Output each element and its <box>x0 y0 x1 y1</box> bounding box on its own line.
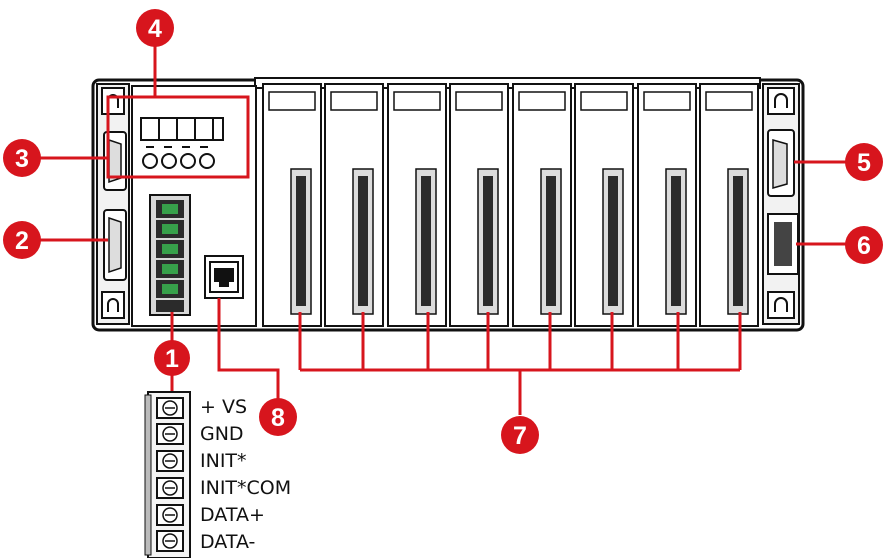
callout-badge-1: 1 <box>154 340 190 376</box>
io-slot <box>637 83 697 327</box>
pin-label-vs: + VS <box>200 396 247 418</box>
callout-number: 1 <box>165 345 179 373</box>
terminal-screw-icon <box>156 423 184 445</box>
terminal-screw-icon <box>156 450 184 472</box>
callout-number: 6 <box>857 232 871 260</box>
terminal-screw-icon <box>156 397 184 419</box>
callout-badge-3: 3 <box>3 139 41 177</box>
io-slot <box>574 83 634 327</box>
terminal-block-detail: + VS GND INIT* INIT*COM DATA+ DATA- <box>144 391 291 558</box>
io-slot <box>512 83 572 327</box>
callout-number: 8 <box>271 404 285 432</box>
callout-number: 7 <box>513 422 527 450</box>
terminal-screw-icon <box>156 477 184 499</box>
callout-badge-2: 2 <box>3 221 41 259</box>
io-slot <box>387 83 447 327</box>
io-slot <box>699 83 759 327</box>
io-slot <box>262 83 322 327</box>
push-buttons <box>142 153 215 169</box>
callout-badge-8: 8 <box>259 398 297 436</box>
serial-port-right <box>767 129 795 197</box>
mounting-hole-icon <box>101 291 125 319</box>
ethernet-port <box>204 255 244 299</box>
pin-label-data-plus: DATA+ <box>200 504 265 526</box>
terminal-screw-icon <box>156 530 184 552</box>
usb-port <box>767 213 799 275</box>
pin-label-init: INIT* <box>200 450 247 472</box>
power-terminal-block <box>149 194 191 316</box>
pin-label-data-minus: DATA- <box>200 531 255 553</box>
callout-number: 5 <box>857 149 871 177</box>
mounting-hole-icon <box>767 87 795 115</box>
callout-leaders <box>40 40 850 415</box>
mounting-hole-icon <box>767 291 795 319</box>
callout-number: 2 <box>15 227 29 255</box>
io-slot <box>449 83 509 327</box>
io-slot <box>324 83 384 327</box>
callout-badge-6: 6 <box>845 226 883 264</box>
callout-number: 4 <box>148 15 162 43</box>
pin-label-init-com: INIT*COM <box>200 477 291 499</box>
callout-badge-4: 4 <box>136 9 174 47</box>
terminal-screw-icon <box>156 504 184 526</box>
io-slots <box>262 83 759 327</box>
serial-port-lower <box>103 209 127 281</box>
seven-segment-display <box>140 117 224 148</box>
pin-label-gnd: GND <box>200 423 244 445</box>
mounting-hole-icon <box>101 87 125 115</box>
callout-number: 3 <box>15 145 29 173</box>
callout-badge-5: 5 <box>845 143 883 181</box>
callout-badge-7: 7 <box>501 416 539 454</box>
